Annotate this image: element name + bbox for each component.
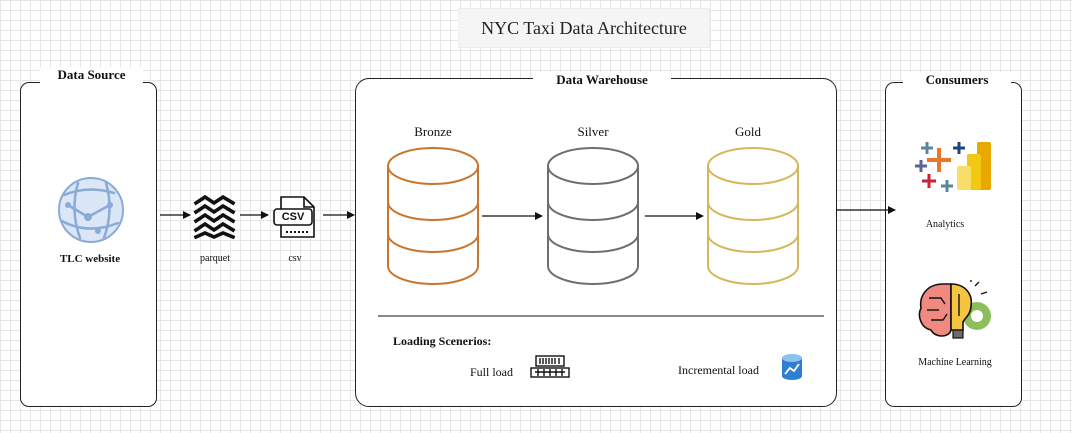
incremental-load-label: Incremental load [678,363,759,377]
consumers-box [885,82,1022,407]
parquet-icon [193,194,237,240]
data-warehouse-box [355,78,837,407]
gold-label: Gold [735,124,761,139]
full-load-label: Full load [470,365,514,379]
consumers-label: Consumers [903,72,1011,88]
analytics-label: Analytics [925,219,965,230]
full-load-icon [530,355,570,379]
tableau-icon [915,138,995,196]
globe-network-icon [48,175,134,245]
data-warehouse-label: Data Warehouse [533,72,671,88]
data-source-label: Data Source [40,67,143,83]
tlc-website-label: TLC website [59,253,121,265]
data-source-box [20,82,157,407]
csv-label: csv [288,253,302,264]
csv-file-icon: CSV [272,195,318,239]
machine-learning-label: Machine Learning [918,357,992,368]
csv-badge-text: CSV [281,211,305,223]
loading-scenarios-title: Loading Scenerios: [393,334,492,348]
gold-database-icon [705,145,801,287]
silver-database-icon [545,145,641,287]
bronze-label: Bronze [414,124,452,139]
database-chart-icon [780,353,804,381]
bronze-database-icon [385,145,481,287]
diagram-title: NYC Taxi Data Architecture [458,8,710,48]
ml-brain-icon [915,280,993,340]
silver-label: Silver [577,124,609,139]
parquet-label: parquet [200,253,230,264]
